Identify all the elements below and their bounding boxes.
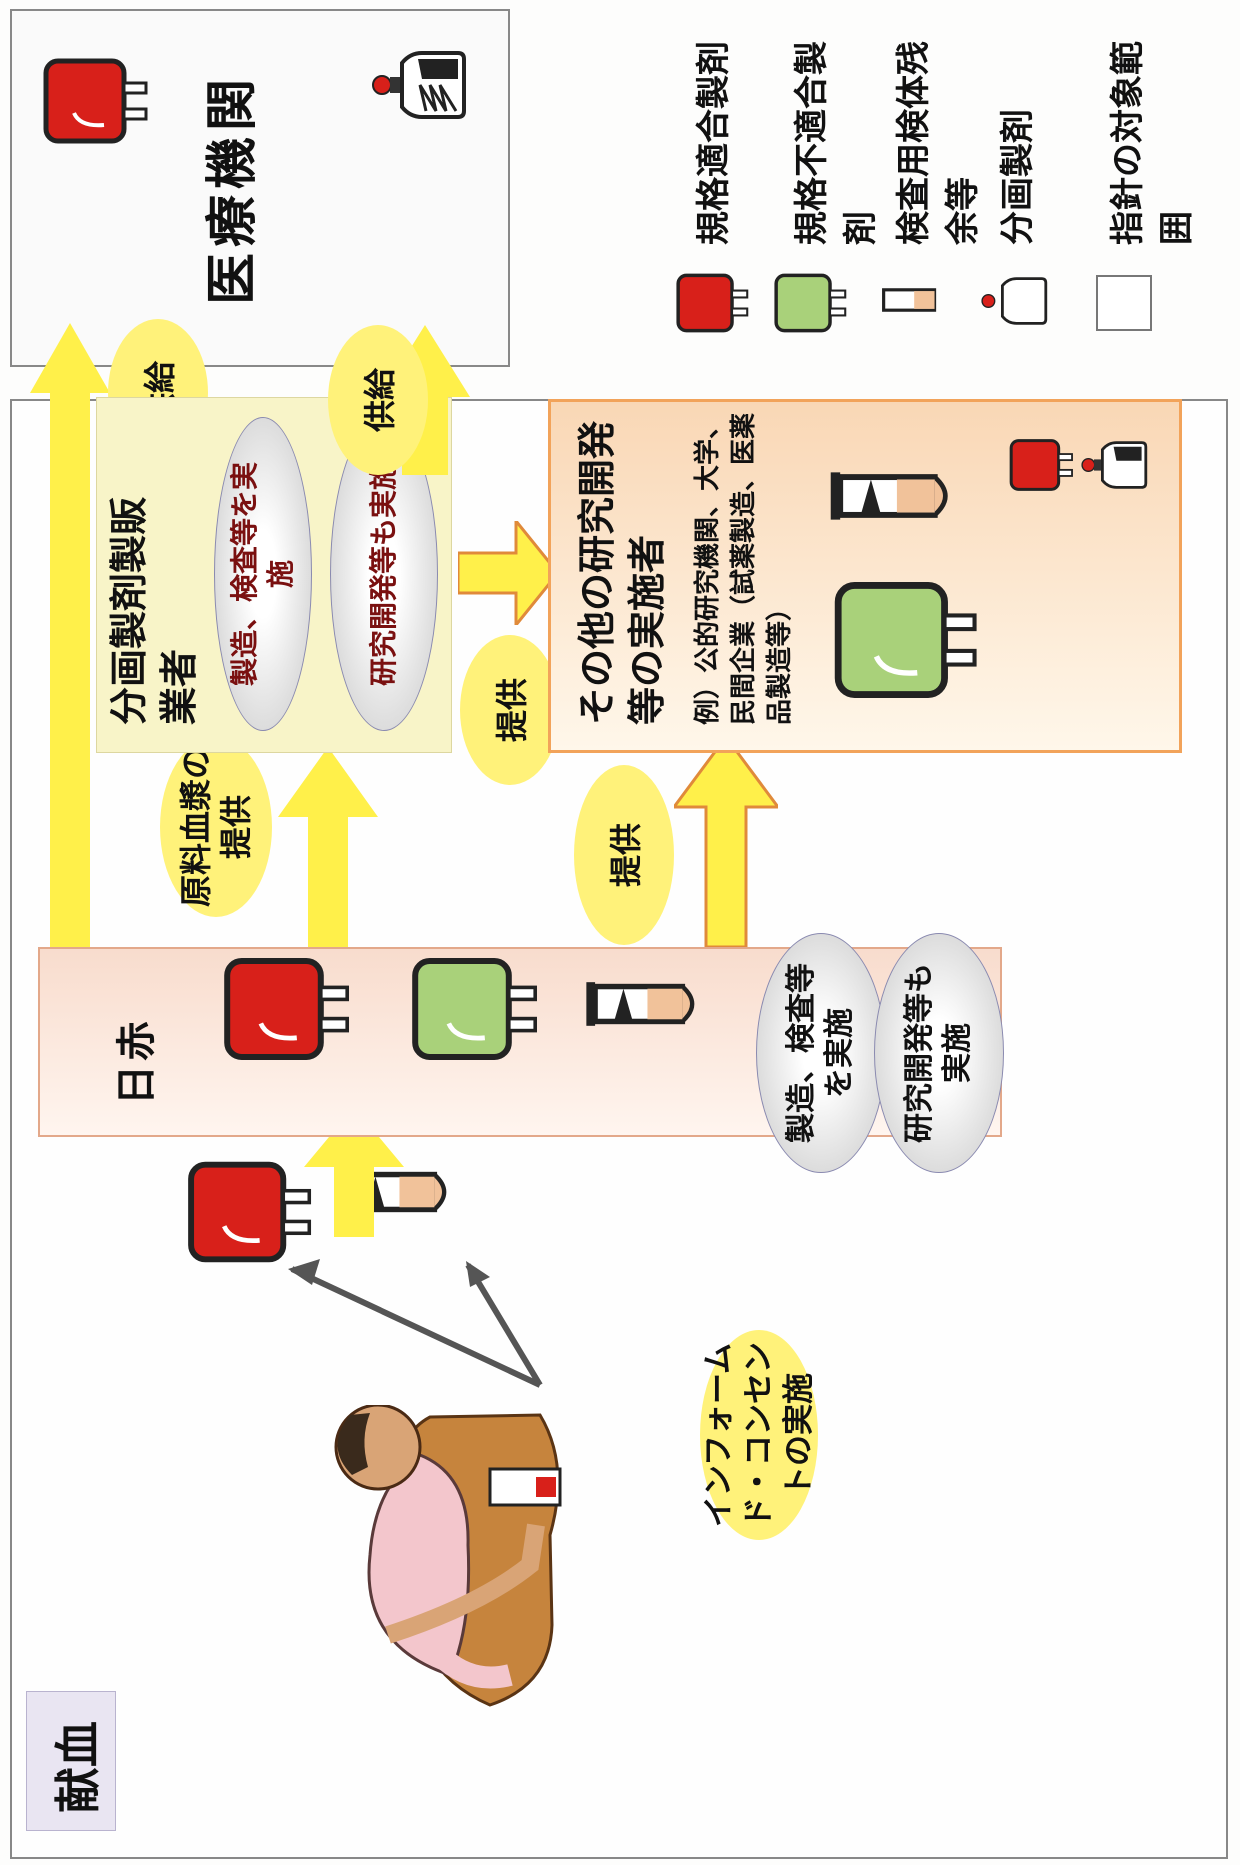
fraction-manufacture-ellipse: 製造、検査等を実施 <box>214 417 312 731</box>
other-research-example: 例）公的研究機関、大学、民間企業（試薬製造、医薬品製造等） <box>693 412 795 725</box>
legend-item-2-label: 規格不適合製剤 <box>792 41 881 245</box>
donation-red-bag-icon <box>184 1157 318 1267</box>
jrc-supply-arrow-head <box>30 323 110 393</box>
legend-scope-label: 指針の対象範囲 <box>1108 41 1197 245</box>
legend-sample-tube-icon <box>876 265 950 335</box>
research-green-bag-icon <box>830 575 984 705</box>
fractionation-title: 分画製剤製販業者 <box>107 496 201 725</box>
jrc-sample-tube-icon <box>582 939 706 1069</box>
jrc-red-bag-icon <box>220 953 356 1065</box>
research-fraction-bottle-icon <box>1080 437 1154 493</box>
raw-plasma-pill: 原料血漿の提供 <box>160 737 272 917</box>
blood-donor-illustration <box>300 1403 634 1715</box>
jrc-green-bag-icon <box>408 953 544 1065</box>
raw-plasma-arrow <box>278 747 378 947</box>
jrc-title: 日赤 <box>114 1017 160 1105</box>
research-sample-tube-icon <box>826 431 960 561</box>
medical-red-bag-icon <box>40 55 154 147</box>
legend-item-3-label: 検査用検体残余等 <box>894 41 983 245</box>
jrc-manufacture-ellipse: 製造、検査等を実施 <box>756 933 886 1173</box>
legend-green-bag-icon <box>772 271 852 335</box>
supply-pill-2-text: 供給 <box>361 368 399 433</box>
supply-pill-2: 供給 <box>328 325 428 475</box>
jrc-research-text: 研究開発等も実施 <box>902 963 975 1143</box>
provide-pill-2-text: 提供 <box>607 823 645 888</box>
donation-to-jrc-arrow <box>304 1107 404 1237</box>
legend: 規格適合製剤 規格不適合製剤 検査用検体残余等 分画製剤 指針の対象範囲 <box>660 15 1220 335</box>
legend-item-4-label: 分画製剤 <box>998 109 1038 245</box>
legend-red-bag-icon <box>674 271 754 335</box>
other-research-title: その他の研究開発等の実施者 <box>575 420 669 725</box>
fraction-to-research-arrow <box>458 521 558 625</box>
jrc-to-research-arrow <box>674 737 778 947</box>
provide-pill-2: 提供 <box>574 765 674 945</box>
provide-pill-1-text: 提供 <box>493 678 531 743</box>
legend-fraction-bottle-icon <box>980 271 1054 331</box>
jrc-manufacture-text: 製造、検査等を実施 <box>784 963 857 1143</box>
legend-item-1-label: 規格適合製剤 <box>694 41 734 245</box>
legend-scope-swatch <box>1096 275 1152 331</box>
jrc-supply-arrow-shaft <box>50 387 90 947</box>
research-red-bag-icon <box>1006 437 1080 493</box>
jrc-research-ellipse: 研究開発等も実施 <box>874 933 1004 1173</box>
fraction-research-text: 研究開発等も実施 <box>367 462 400 687</box>
raw-plasma-text: 原料血漿の提供 <box>177 746 255 907</box>
provide-pill-1: 提供 <box>460 635 560 785</box>
medical-fraction-bottle-icon <box>370 45 474 125</box>
fraction-manufacture-text: 製造、検査等を実施 <box>228 462 297 687</box>
